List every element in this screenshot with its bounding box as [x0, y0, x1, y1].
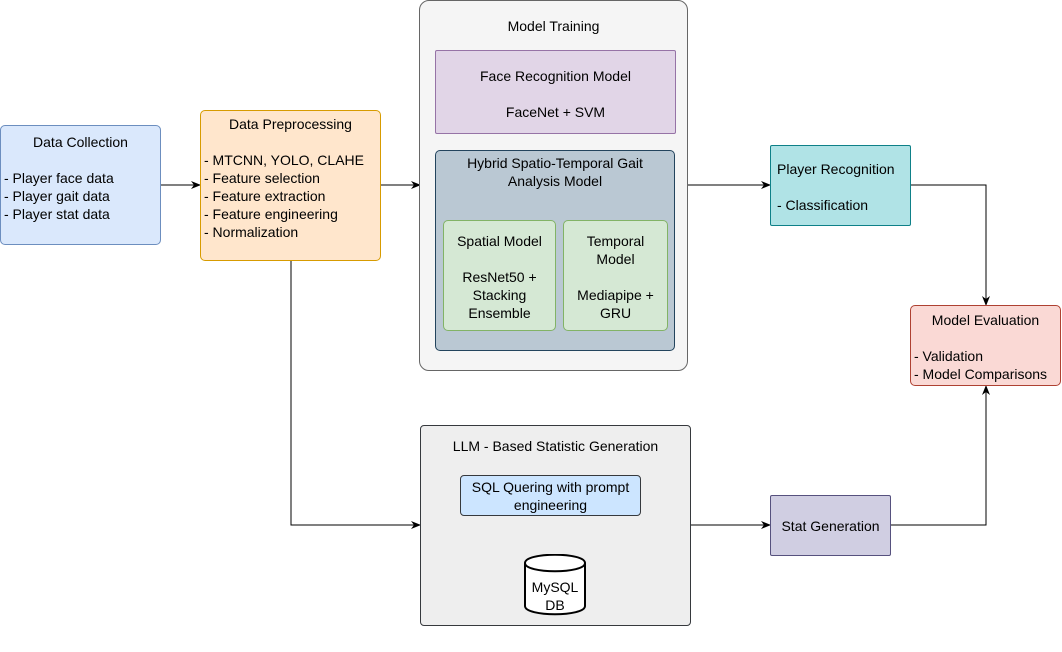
data-preprocessing-node: Data Preprocessing - MTCNN, YOLO, CLAHE …: [200, 110, 381, 261]
data-collection-item: - Player gait data: [4, 188, 110, 204]
edge-recognition-to-evaluation: [911, 184, 990, 306]
spatial-model-title: Spatial Model: [457, 233, 542, 249]
data-preprocessing-item: - Feature engineering: [204, 206, 338, 222]
face-recognition-title: Face Recognition Model: [480, 68, 631, 84]
stat-generation-title: Stat Generation: [781, 518, 880, 534]
data-preprocessing-item: - Feature selection: [204, 170, 320, 186]
data-preprocessing-item: - MTCNN, YOLO, CLAHE: [204, 152, 364, 168]
spatial-model-detail: ResNet50 + Stacking Ensemble: [462, 269, 537, 321]
model-evaluation-item: - Model Comparisons: [914, 366, 1048, 382]
model-evaluation-node: Model Evaluation - Validation - Model Co…: [910, 305, 1061, 386]
mysql-db-label: MySQL DB: [531, 579, 579, 613]
data-preprocessing-item: - Feature extraction: [204, 188, 326, 204]
spatial-model-node: Spatial Model ResNet50 + Stacking Ensemb…: [443, 220, 556, 331]
temporal-model-detail: Mediapipe + GRU: [577, 287, 654, 321]
face-recognition-model-node: Face Recognition Model FaceNet + SVM: [435, 50, 676, 134]
player-recognition-node: Player Recognition - Classification: [770, 145, 911, 226]
sql-querying-label: SQL Quering with prompt engineering: [471, 479, 630, 513]
stat-generation-node: Stat Generation: [770, 495, 891, 556]
model-evaluation-title: Model Evaluation: [931, 312, 1040, 328]
mysql-db-cylinder-icon: [524, 554, 586, 616]
model-training-title: Model Training: [507, 18, 600, 34]
data-collection-item: - Player stat data: [4, 206, 110, 222]
data-collection-title: Data Collection: [33, 134, 128, 150]
edge-preprocessing-to-llm: [290, 260, 421, 529]
data-collection-item: - Player face data: [4, 170, 114, 186]
edge-stat-to-evaluation: [891, 385, 990, 526]
data-collection-node: Data Collection - Player face data - Pla…: [0, 125, 161, 245]
model-evaluation-item: - Validation: [914, 348, 984, 364]
temporal-model-title: Temporal Model: [586, 233, 645, 267]
data-preprocessing-item: - Normalization: [204, 224, 299, 240]
sql-querying-node: SQL Quering with prompt engineering: [460, 475, 641, 516]
face-recognition-detail: FaceNet + SVM: [505, 104, 606, 120]
llm-statistic-generation-title: LLM - Based Statistic Generation: [452, 438, 659, 454]
player-recognition-title: Player Recognition: [777, 161, 895, 177]
hybrid-gait-model-title: Hybrid Spatio-Temporal Gait Analysis Mod…: [467, 155, 643, 189]
data-preprocessing-title: Data Preprocessing: [229, 116, 352, 132]
temporal-model-node: Temporal Model Mediapipe + GRU: [563, 220, 668, 331]
player-recognition-detail: - Classification: [777, 197, 869, 213]
